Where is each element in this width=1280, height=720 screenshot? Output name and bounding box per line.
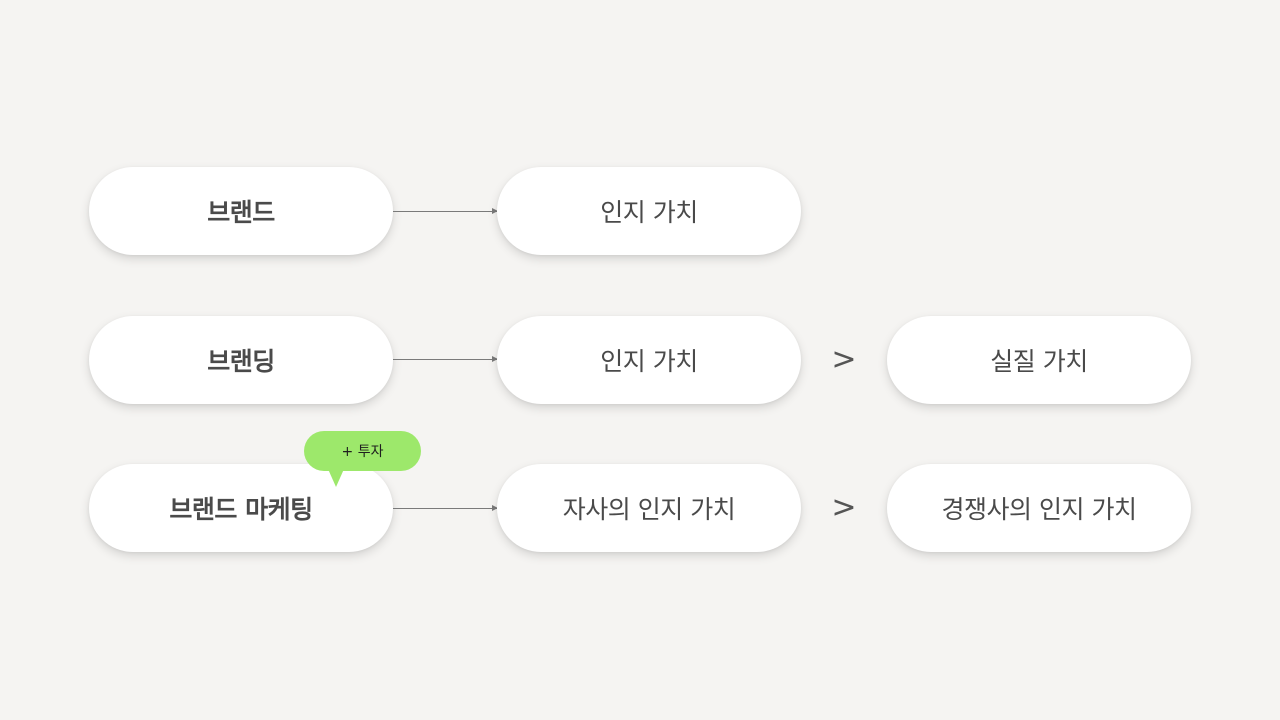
investment-badge: + 투자 [304, 431, 421, 471]
value-row-1-col-1: 인지 가치 [497, 167, 801, 255]
value-row-3-col-1: 자사의 인지 가치 [497, 464, 801, 552]
greater-than-row-3: > [831, 489, 857, 525]
greater-than-row-2: > [831, 341, 857, 377]
investment-badge-tail [328, 469, 344, 487]
term-brand: 브랜드 [89, 167, 393, 255]
value-row-2-col-1: 인지 가치 [497, 316, 801, 404]
arrow-row-1 [393, 208, 498, 214]
arrow-row-3 [393, 505, 498, 511]
value-row-2-col-2: 실질 가치 [887, 316, 1191, 404]
arrow-row-2 [393, 356, 498, 362]
term-brand-marketing: 브랜드 마케팅 [89, 464, 393, 552]
value-row-3-col-2: 경쟁사의 인지 가치 [887, 464, 1191, 552]
term-branding: 브랜딩 [89, 316, 393, 404]
